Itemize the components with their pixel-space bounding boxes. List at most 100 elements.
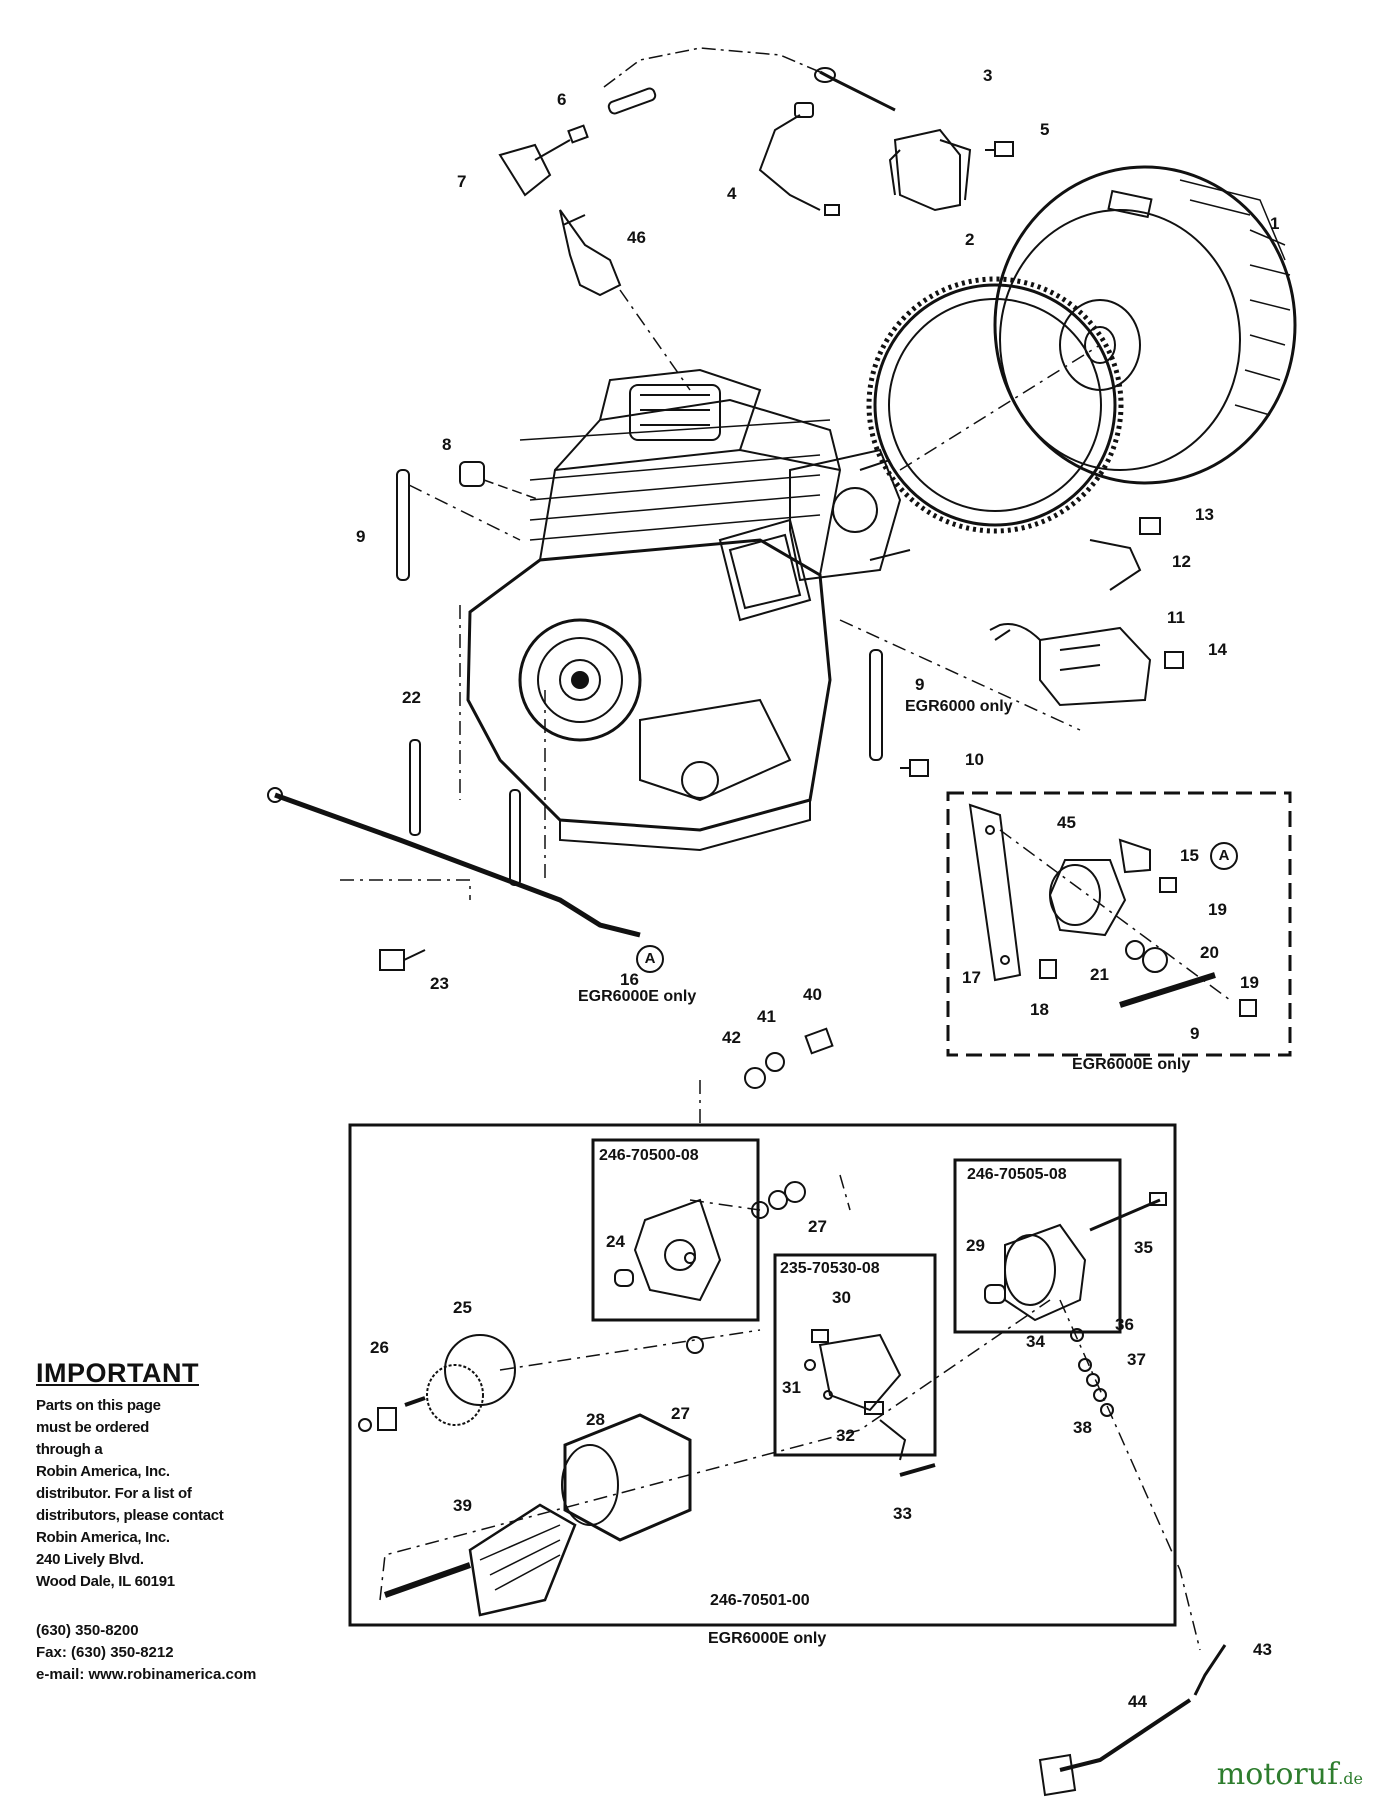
callout-10: 10 <box>965 750 984 769</box>
lead-wire-end <box>824 204 840 216</box>
bolt-14 <box>1164 651 1184 669</box>
callout-29: 29 <box>966 1236 985 1255</box>
strap-22a <box>409 739 421 836</box>
box-246-70505-outline <box>953 1158 1122 1334</box>
callout-41: 41 <box>757 1007 776 1026</box>
callout-1: 1 <box>1270 214 1280 233</box>
ring-gear <box>866 276 1124 534</box>
callout-43: 43 <box>1253 1640 1272 1659</box>
callout-9-right: 9 <box>915 675 925 694</box>
end-cover-24 <box>614 1198 722 1302</box>
watermark-suffix: .de <box>1338 1769 1363 1788</box>
spark-plug <box>559 209 691 391</box>
part-33 <box>899 1463 936 1477</box>
callout-13: 13 <box>1195 505 1214 524</box>
callout-40: 40 <box>803 985 822 1004</box>
callout-21: 21 <box>1090 965 1109 984</box>
strap-9-left <box>396 469 410 581</box>
solenoid-box-outline <box>946 791 1292 1057</box>
important-line-8: 240 Lively Blvd. <box>36 1551 144 1568</box>
box-246-70500-outline <box>591 1138 760 1322</box>
plug-cap <box>498 87 657 197</box>
callout-8: 8 <box>442 435 452 454</box>
callout-31: 31 <box>782 1378 801 1397</box>
callout-3: 3 <box>983 66 993 85</box>
solenoid-parts <box>968 803 1257 1017</box>
note-egr6000e-only-cable: EGR6000E only <box>578 988 697 1005</box>
bolt-5 <box>985 141 1014 157</box>
callout-9-solenoid: 9 <box>1190 1024 1200 1043</box>
important-line-3: through a <box>36 1441 103 1458</box>
callout-14: 14 <box>1208 640 1227 659</box>
callout-36: 36 <box>1115 1315 1134 1334</box>
callout-32: 32 <box>836 1426 855 1445</box>
callout-19b: 19 <box>1240 973 1259 992</box>
cable-16 <box>274 792 641 938</box>
bracket-12 <box>1089 539 1142 591</box>
cap-8 <box>459 461 485 487</box>
watermark-name: motoruf <box>1216 1757 1339 1792</box>
callout-19a: 19 <box>1208 900 1227 919</box>
important-line-7: Robin America, Inc. <box>36 1529 170 1546</box>
callout-33: 33 <box>893 1504 912 1523</box>
important-notice: IMPORTANT Parts on this page must be ord… <box>36 1358 296 1593</box>
contact-phone: (630) 350-8200 <box>36 1622 139 1639</box>
washers-27 <box>686 1181 806 1354</box>
callout-2: 2 <box>965 230 975 249</box>
callout-23: 23 <box>430 974 449 993</box>
important-line-6: distributors, please contact <box>36 1507 224 1524</box>
important-line-2: must be ordered <box>36 1419 150 1436</box>
circle-marker-a-16: A <box>636 945 664 973</box>
callout-7: 7 <box>457 172 467 191</box>
callout-44: 44 <box>1128 1692 1147 1711</box>
strap-22b <box>509 789 521 886</box>
callout-9-left: 9 <box>356 527 366 546</box>
contact-info: (630) 350-8200 Fax: (630) 350-8212 e-mai… <box>36 1620 256 1686</box>
callout-17: 17 <box>962 968 981 987</box>
small-parts-34-38 <box>1070 1328 1114 1417</box>
regulator-11 <box>989 623 1152 707</box>
callout-46: 46 <box>627 228 646 247</box>
callout-27a: 27 <box>808 1217 827 1236</box>
engine-block <box>466 368 911 852</box>
lead-wire-terminal <box>794 102 814 118</box>
important-line-9: Wood Dale, IL 60191 <box>36 1573 175 1590</box>
callout-27b: 27 <box>671 1404 690 1423</box>
part-number-246-70505-08: 246-70505-08 <box>965 1166 1069 1184</box>
callout-37: 37 <box>1127 1350 1146 1369</box>
callout-6: 6 <box>557 90 567 109</box>
flywheel <box>993 165 1297 485</box>
important-line-1: Parts on this page <box>36 1397 161 1414</box>
pinion-25 <box>426 1334 516 1426</box>
ignition-coil <box>599 47 972 212</box>
callout-25: 25 <box>453 1298 472 1317</box>
callout-20: 20 <box>1200 943 1219 962</box>
callout-24: 24 <box>606 1232 625 1251</box>
armature-39 <box>384 1503 577 1617</box>
callout-42: 42 <box>722 1028 741 1047</box>
part-number-235-70530-08: 235-70530-08 <box>778 1260 882 1278</box>
bolt-23 <box>379 949 405 971</box>
callout-28: 28 <box>586 1410 605 1429</box>
part-number-246-70501-00: 246-70501-00 <box>710 1592 810 1609</box>
brush-holder-30 <box>804 1329 907 1461</box>
box-235-70530-outline <box>773 1253 937 1457</box>
callout-38: 38 <box>1073 1418 1092 1437</box>
starter-box-outline <box>348 1123 1177 1627</box>
contact-fax: Fax: (630) 350-8212 <box>36 1644 174 1661</box>
watermark-logo: motoruf.de <box>1217 1757 1363 1792</box>
callout-5: 5 <box>1040 120 1050 139</box>
callout-22: 22 <box>402 688 421 707</box>
callout-34: 34 <box>1026 1332 1045 1351</box>
important-heading: IMPORTANT <box>36 1358 199 1388</box>
callout-18: 18 <box>1030 1000 1049 1019</box>
part-number-246-70500-08: 246-70500-08 <box>597 1147 701 1165</box>
note-egr6000e-only-starter: EGR6000E only <box>708 1630 827 1647</box>
flywheel-axis-line <box>899 344 1101 471</box>
note-egr6000e-only-solenoid: EGR6000E only <box>1072 1056 1191 1073</box>
starter-lead-43-44 <box>1038 1644 1227 1797</box>
lead-wire <box>758 114 821 211</box>
callout-26: 26 <box>370 1338 389 1357</box>
important-line-5: distributor. For a list of <box>36 1485 192 1502</box>
callout-35: 35 <box>1134 1238 1153 1257</box>
